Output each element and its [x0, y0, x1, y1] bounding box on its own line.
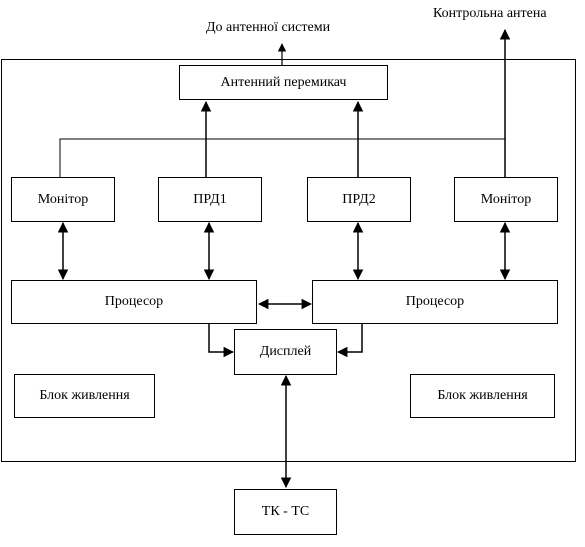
tk-ts-block: ТК - ТС	[234, 489, 337, 535]
display-block: Дисплей	[234, 329, 337, 375]
antenna-system-label: До антенної системи	[206, 20, 331, 35]
trx1-block: ПРД1	[158, 177, 262, 222]
monitor-left-block: Монітор	[11, 177, 115, 222]
trx2-block: ПРД2	[307, 177, 411, 222]
power-right-block: Блок живлення	[410, 374, 555, 418]
antenna-switch-block: Антенний перемикач	[179, 65, 388, 100]
processor-left-block: Процесор	[11, 280, 257, 324]
arrow-processor-left-display	[208, 324, 235, 358]
monitor-right-block: Монітор	[454, 177, 558, 222]
monitor-left-feed-line	[59, 138, 505, 177]
processor-right-block: Процесор	[312, 280, 558, 324]
power-left-block: Блок живлення	[14, 374, 155, 418]
arrow-processor-right-display	[336, 324, 363, 358]
control-antenna-label: Контрольна антена	[433, 6, 547, 21]
